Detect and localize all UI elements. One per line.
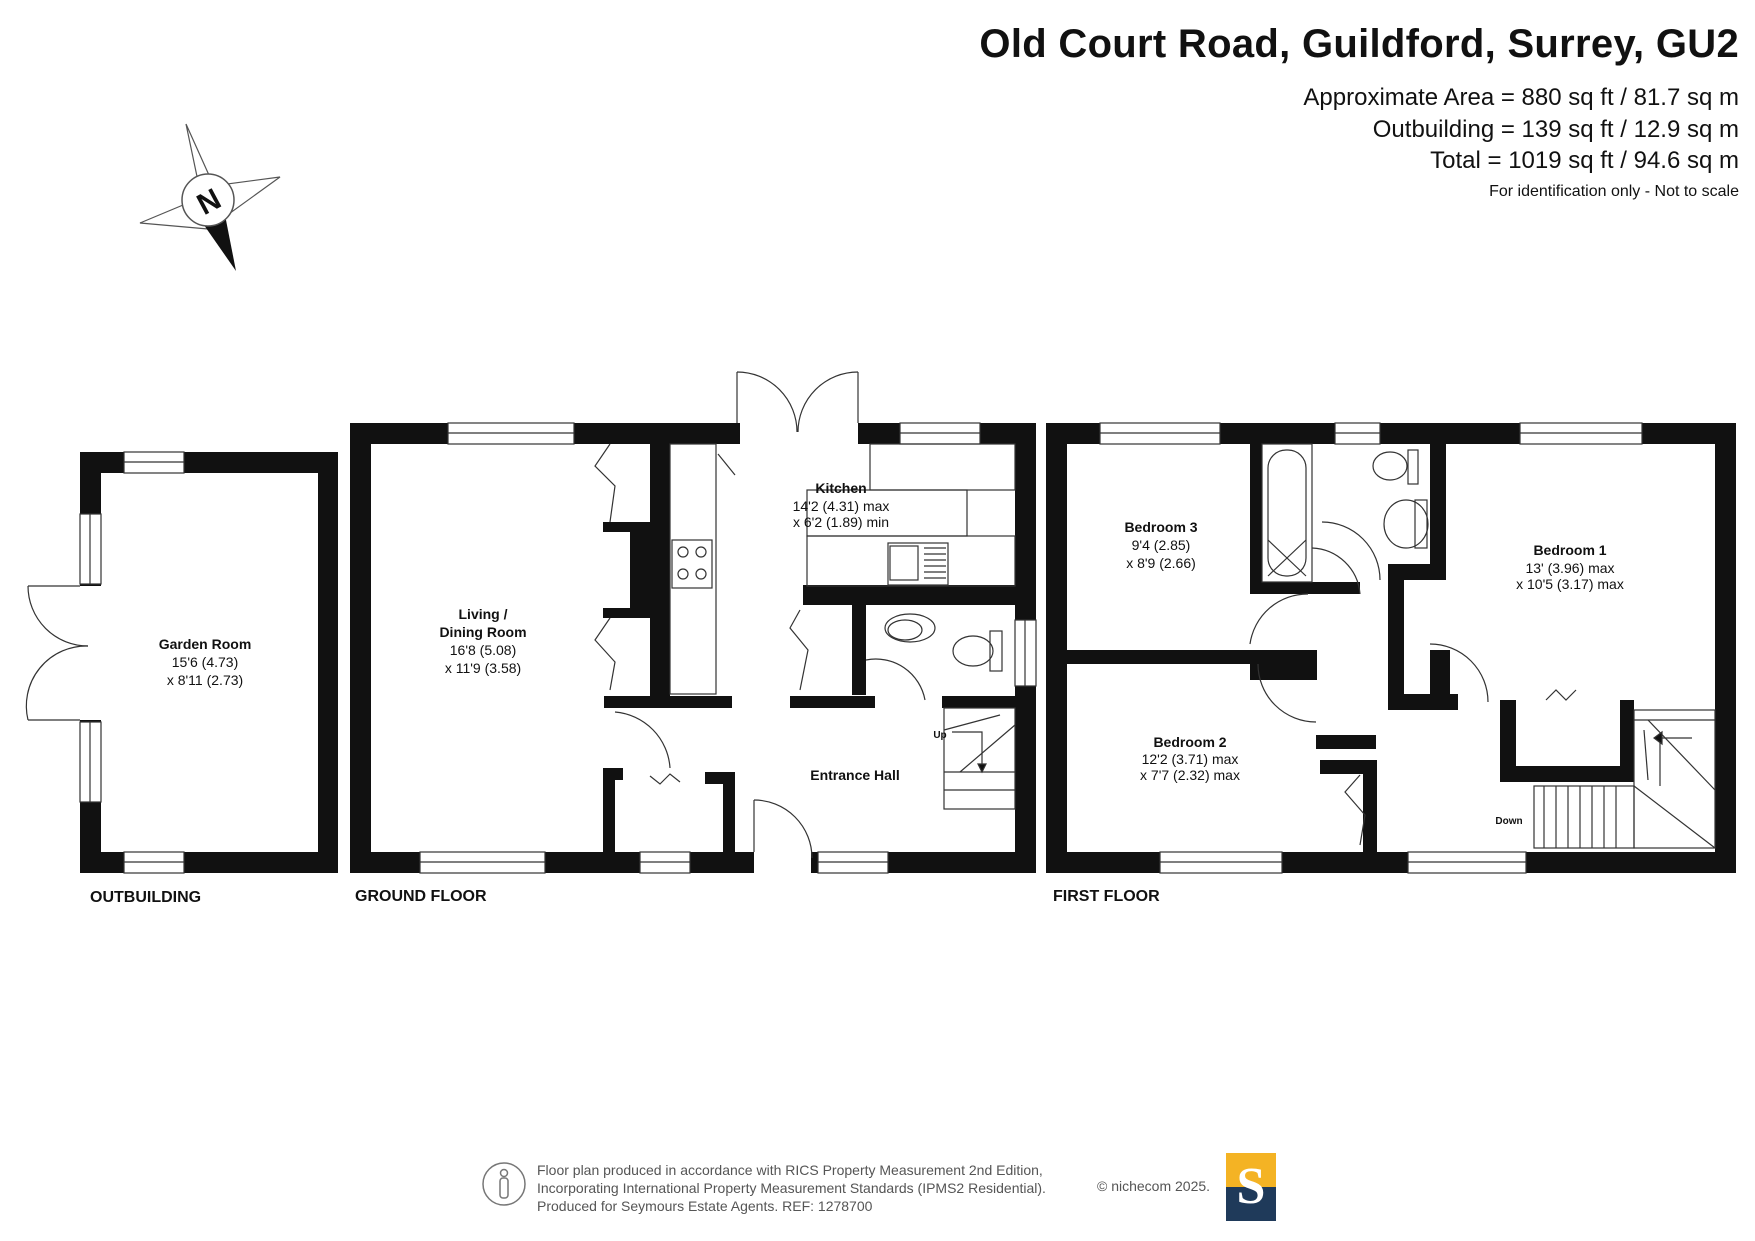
floor-label-outbuilding: OUTBUILDING xyxy=(90,889,201,906)
room-label-living-dining: Living / Dining Room 16'8 (5.08) x 11'9 … xyxy=(439,606,526,676)
footer-line-2: Incorporating International Property Mea… xyxy=(537,1180,1046,1196)
room-label-kitchen: Kitchen 14'2 (4.31) max x 6'2 (1.89) min xyxy=(793,480,890,530)
svg-text:16'8 (5.08): 16'8 (5.08) xyxy=(450,642,517,658)
footer-credit: © nichecom 2025. xyxy=(1097,1178,1211,1194)
outbuilding-area: Outbuilding = 139 sq ft / 12.9 sq m xyxy=(1372,116,1739,143)
room-label-bedroom-3: Bedroom 3 9'4 (2.85) x 8'9 (2.66) xyxy=(1124,519,1197,571)
footer-line-3: Produced for Seymours Estate Agents. REF… xyxy=(537,1198,873,1214)
footer-text: Floor plan produced in accordance with R… xyxy=(537,1161,1046,1215)
first-floor-plan xyxy=(1046,423,1736,873)
svg-text:x 6'2 (1.89) min: x 6'2 (1.89) min xyxy=(793,514,889,530)
room-label-garden-room: Garden Room 15'6 (4.73) x 8'11 (2.73) xyxy=(159,636,252,688)
svg-text:x 11'9 (3.58): x 11'9 (3.58) xyxy=(445,660,521,676)
svg-text:x 10'5 (3.17) max: x 10'5 (3.17) max xyxy=(1516,576,1624,592)
agency-logo: S xyxy=(1226,1153,1276,1221)
room-label-bedroom-1: Bedroom 1 13' (3.96) max x 10'5 (3.17) m… xyxy=(1516,542,1624,592)
total-area: Total = 1019 sq ft / 94.6 sq m xyxy=(1430,147,1739,174)
floor-label-ground: GROUND FLOOR xyxy=(355,888,487,905)
person-icon xyxy=(482,1162,526,1206)
logo-letter: S xyxy=(1236,1158,1266,1215)
footer-line-1: Floor plan produced in accordance with R… xyxy=(537,1162,1043,1178)
floor-label-first: FIRST FLOOR xyxy=(1053,888,1160,905)
svg-text:Kitchen: Kitchen xyxy=(815,480,866,496)
compass-icon: N xyxy=(139,123,281,271)
svg-text:Bedroom 1: Bedroom 1 xyxy=(1533,542,1606,558)
svg-text:14'2 (4.31) max: 14'2 (4.31) max xyxy=(793,498,890,514)
svg-text:x 8'9 (2.66): x 8'9 (2.66) xyxy=(1126,555,1196,571)
svg-text:Living /: Living / xyxy=(459,606,508,622)
svg-text:13' (3.96) max: 13' (3.96) max xyxy=(1525,560,1614,576)
svg-text:15'6 (4.73): 15'6 (4.73) xyxy=(172,654,239,670)
svg-text:x 8'11 (2.73): x 8'11 (2.73) xyxy=(167,672,243,688)
svg-text:x 7'7 (2.32) max: x 7'7 (2.32) max xyxy=(1140,767,1240,783)
disclaimer-note: For identification only - Not to scale xyxy=(1489,183,1739,200)
room-label-entrance-hall: Entrance Hall xyxy=(810,767,899,783)
svg-text:9'4 (2.85): 9'4 (2.85) xyxy=(1132,537,1191,553)
room-label-bedroom-2: Bedroom 2 12'2 (3.71) max x 7'7 (2.32) m… xyxy=(1140,734,1240,783)
page-title: Old Court Road, Guildford, Surrey, GU2 xyxy=(979,22,1739,66)
stairs-up-label: Up xyxy=(933,730,946,741)
approximate-area: Approximate Area = 880 sq ft / 81.7 sq m xyxy=(1303,84,1739,111)
svg-text:Bedroom 3: Bedroom 3 xyxy=(1124,519,1197,535)
stairs-down-label: Down xyxy=(1495,816,1522,827)
svg-text:Bedroom 2: Bedroom 2 xyxy=(1153,734,1226,750)
svg-text:12'2 (3.71) max: 12'2 (3.71) max xyxy=(1142,751,1239,767)
svg-text:Dining Room: Dining Room xyxy=(439,624,526,640)
svg-text:Garden Room: Garden Room xyxy=(159,636,252,652)
